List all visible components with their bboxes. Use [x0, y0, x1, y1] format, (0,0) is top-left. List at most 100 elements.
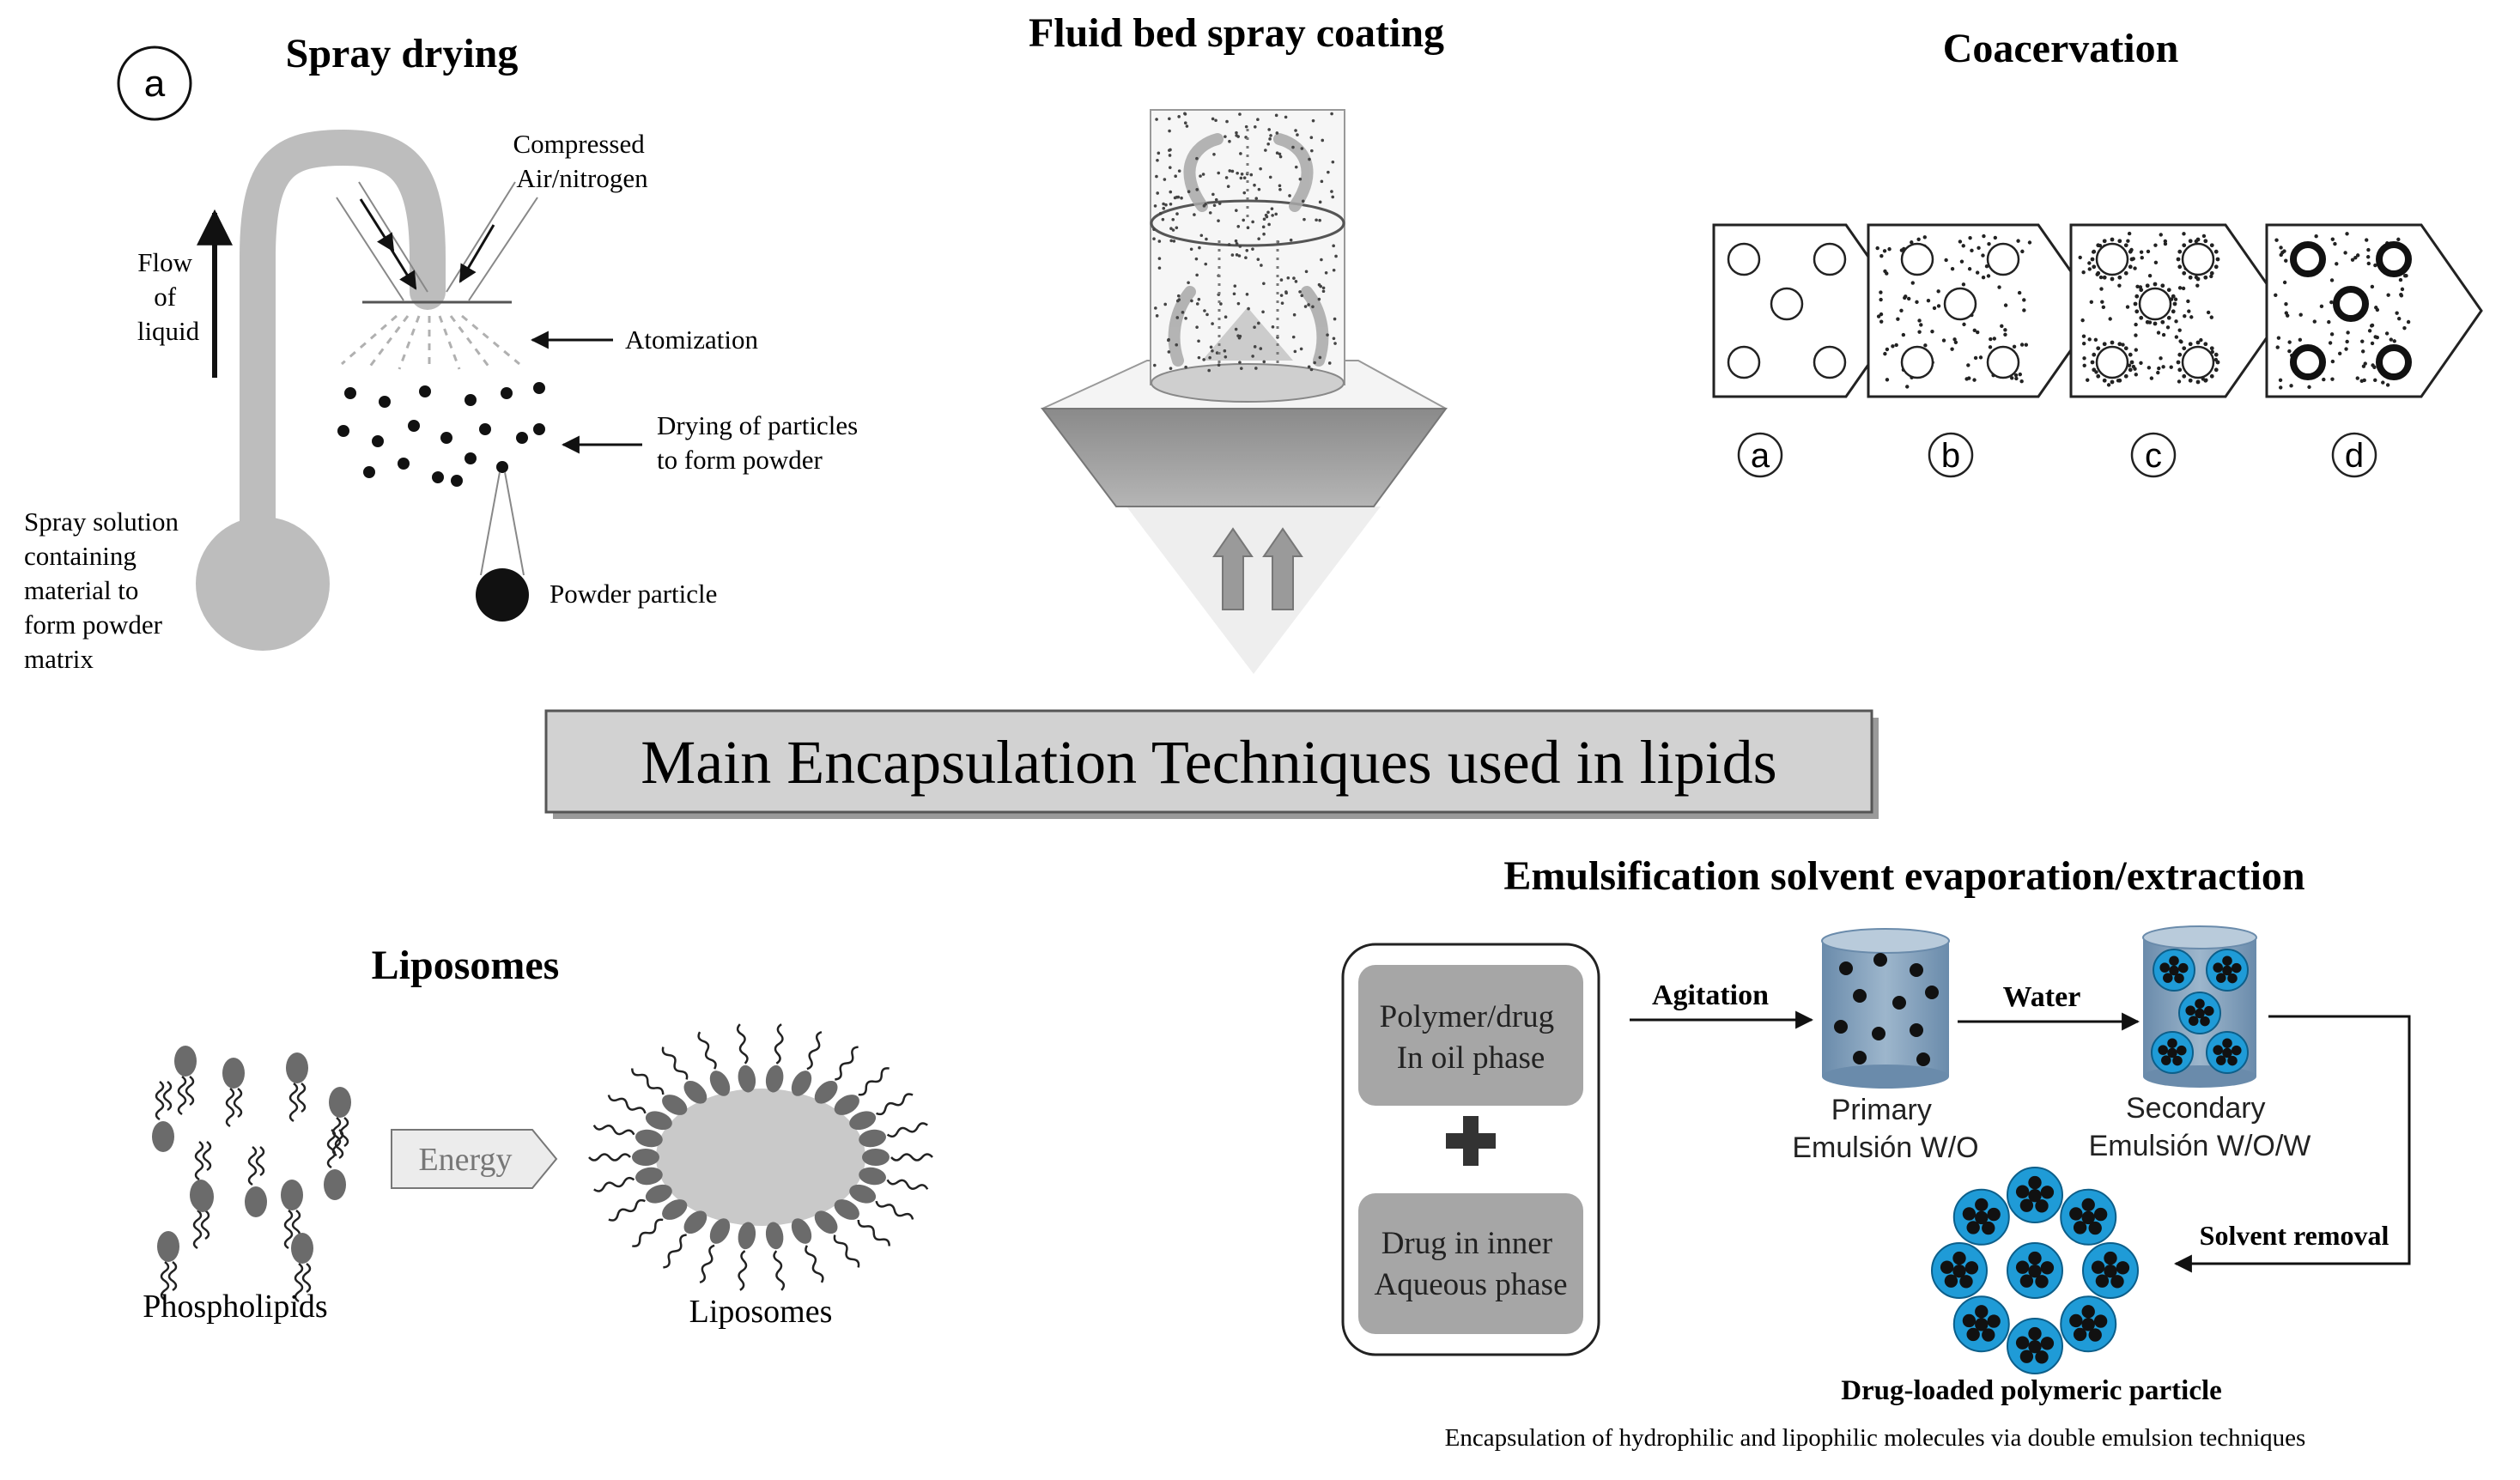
flow-label: Flow of liquid [137, 247, 200, 346]
powder-dot [1224, 135, 1227, 138]
powder-dot [1315, 218, 1318, 222]
lipid-tail [593, 1176, 635, 1192]
secondary-emulsion-label: Secondary Emulsión W/O/W [2089, 1092, 2311, 1162]
lipid-tail [608, 1198, 646, 1222]
powder-dot [1235, 134, 1238, 137]
powder-dot [1293, 349, 1297, 354]
lipid-head [765, 1065, 784, 1093]
powder-dot [1330, 190, 1333, 193]
powder-dot [1162, 206, 1166, 210]
powder-dot [1244, 124, 1248, 129]
powder-dot [1153, 204, 1157, 208]
powder-dot [1278, 152, 1282, 156]
powder-dot [1256, 118, 1260, 122]
powder-dot [1245, 248, 1249, 252]
lipid-tail [858, 1067, 890, 1096]
powder-dot [1219, 302, 1223, 306]
powder-dot [1331, 195, 1335, 199]
powder-dot [1168, 149, 1171, 152]
lipid-tail [857, 1219, 890, 1246]
lipid-tail [699, 1244, 715, 1284]
powder-dot [1169, 202, 1173, 206]
liposomes-label: Liposomes [689, 1294, 833, 1330]
drug-loaded-particles [1931, 1167, 2139, 1374]
plus-icon [1446, 1116, 1496, 1166]
lipid-tail [661, 1046, 689, 1080]
lipid-head [791, 1071, 812, 1096]
powder-dot [1211, 117, 1215, 121]
powder-dot [1180, 196, 1183, 200]
powder-dot [1238, 361, 1242, 364]
powder-dot [1311, 118, 1315, 123]
phospholipid [286, 1052, 308, 1123]
powder-dot [1168, 166, 1172, 169]
coacervation-stage [1867, 223, 2100, 398]
powder-dot [1298, 177, 1303, 181]
powder-dot [1275, 131, 1279, 135]
powder-dot [1199, 234, 1204, 238]
phospholipid [324, 1129, 346, 1200]
powder-dot [1173, 196, 1177, 200]
arrow-up-icon [1262, 527, 1303, 610]
powder-dot [1201, 173, 1205, 176]
powder-dot [1195, 273, 1199, 277]
powder-dot [1175, 343, 1179, 347]
coacervation-stage [1712, 223, 1908, 398]
powder-dot [1157, 257, 1162, 260]
lipid-tail [588, 1153, 631, 1162]
phospholipid [157, 1231, 179, 1301]
powder-dot [1175, 212, 1179, 215]
powder-dot [1307, 303, 1310, 306]
fluid-bed-ring [1150, 199, 1345, 247]
powder-dot [1309, 136, 1314, 139]
liposomes-title: Liposomes [372, 943, 560, 988]
powder-dot [1197, 297, 1201, 301]
powder-dot [1308, 157, 1311, 161]
panel-label-circle [117, 45, 192, 121]
powder-dot [1237, 254, 1242, 258]
powder-dot [1197, 355, 1201, 360]
powder-dot [1208, 211, 1212, 215]
powder-dot [1318, 355, 1322, 360]
fluid-bed-swirls [1168, 133, 1329, 367]
lipid-tail [607, 1095, 647, 1114]
stage-label-circle [1737, 432, 1783, 478]
spray-drying-panel: a Spray drying Compressed Air/nitrogen [24, 31, 858, 674]
polymeric-particle [2060, 1295, 2117, 1353]
powder-dot [1187, 281, 1190, 285]
fluid-bed-title: Fluid bed spray coating [1029, 10, 1444, 56]
lipid-tail [886, 1122, 928, 1138]
powder-dot [1177, 298, 1181, 301]
powder-dot [1242, 176, 1247, 179]
powder-dot [1168, 117, 1171, 121]
lipid-head [645, 1184, 672, 1204]
phospholipid-group [152, 1046, 351, 1303]
powder-dot [1204, 202, 1207, 206]
powder-dot [1268, 175, 1272, 179]
powder-dot [1317, 282, 1321, 287]
lipid-head [635, 1129, 663, 1148]
polymeric-particle [2206, 1031, 2249, 1074]
liposome-core [656, 1089, 865, 1226]
powder-dot [1279, 278, 1284, 282]
powder-dot [1189, 247, 1193, 252]
water-label: Water [2003, 981, 2081, 1013]
powder-dot [1247, 306, 1250, 311]
emulsification-title: Emulsification solvent evaporation/extra… [1503, 853, 2304, 899]
powder-dot [1233, 284, 1237, 288]
powder-dot [1238, 245, 1242, 248]
powder-dot [1300, 147, 1304, 150]
powder-dot [1205, 237, 1208, 241]
powder-dot [1212, 152, 1216, 156]
powder-dot [1298, 290, 1302, 294]
polymeric-particle [1931, 1242, 1988, 1299]
powder-dot [1194, 257, 1199, 261]
powder-dot [1169, 190, 1173, 194]
powder-dot [1300, 294, 1304, 298]
powder-dot [1254, 197, 1259, 200]
powder-dot [1238, 112, 1242, 116]
powder-dot [1271, 214, 1274, 217]
atomization-spray [341, 314, 520, 371]
stage-label: a [1751, 437, 1770, 475]
